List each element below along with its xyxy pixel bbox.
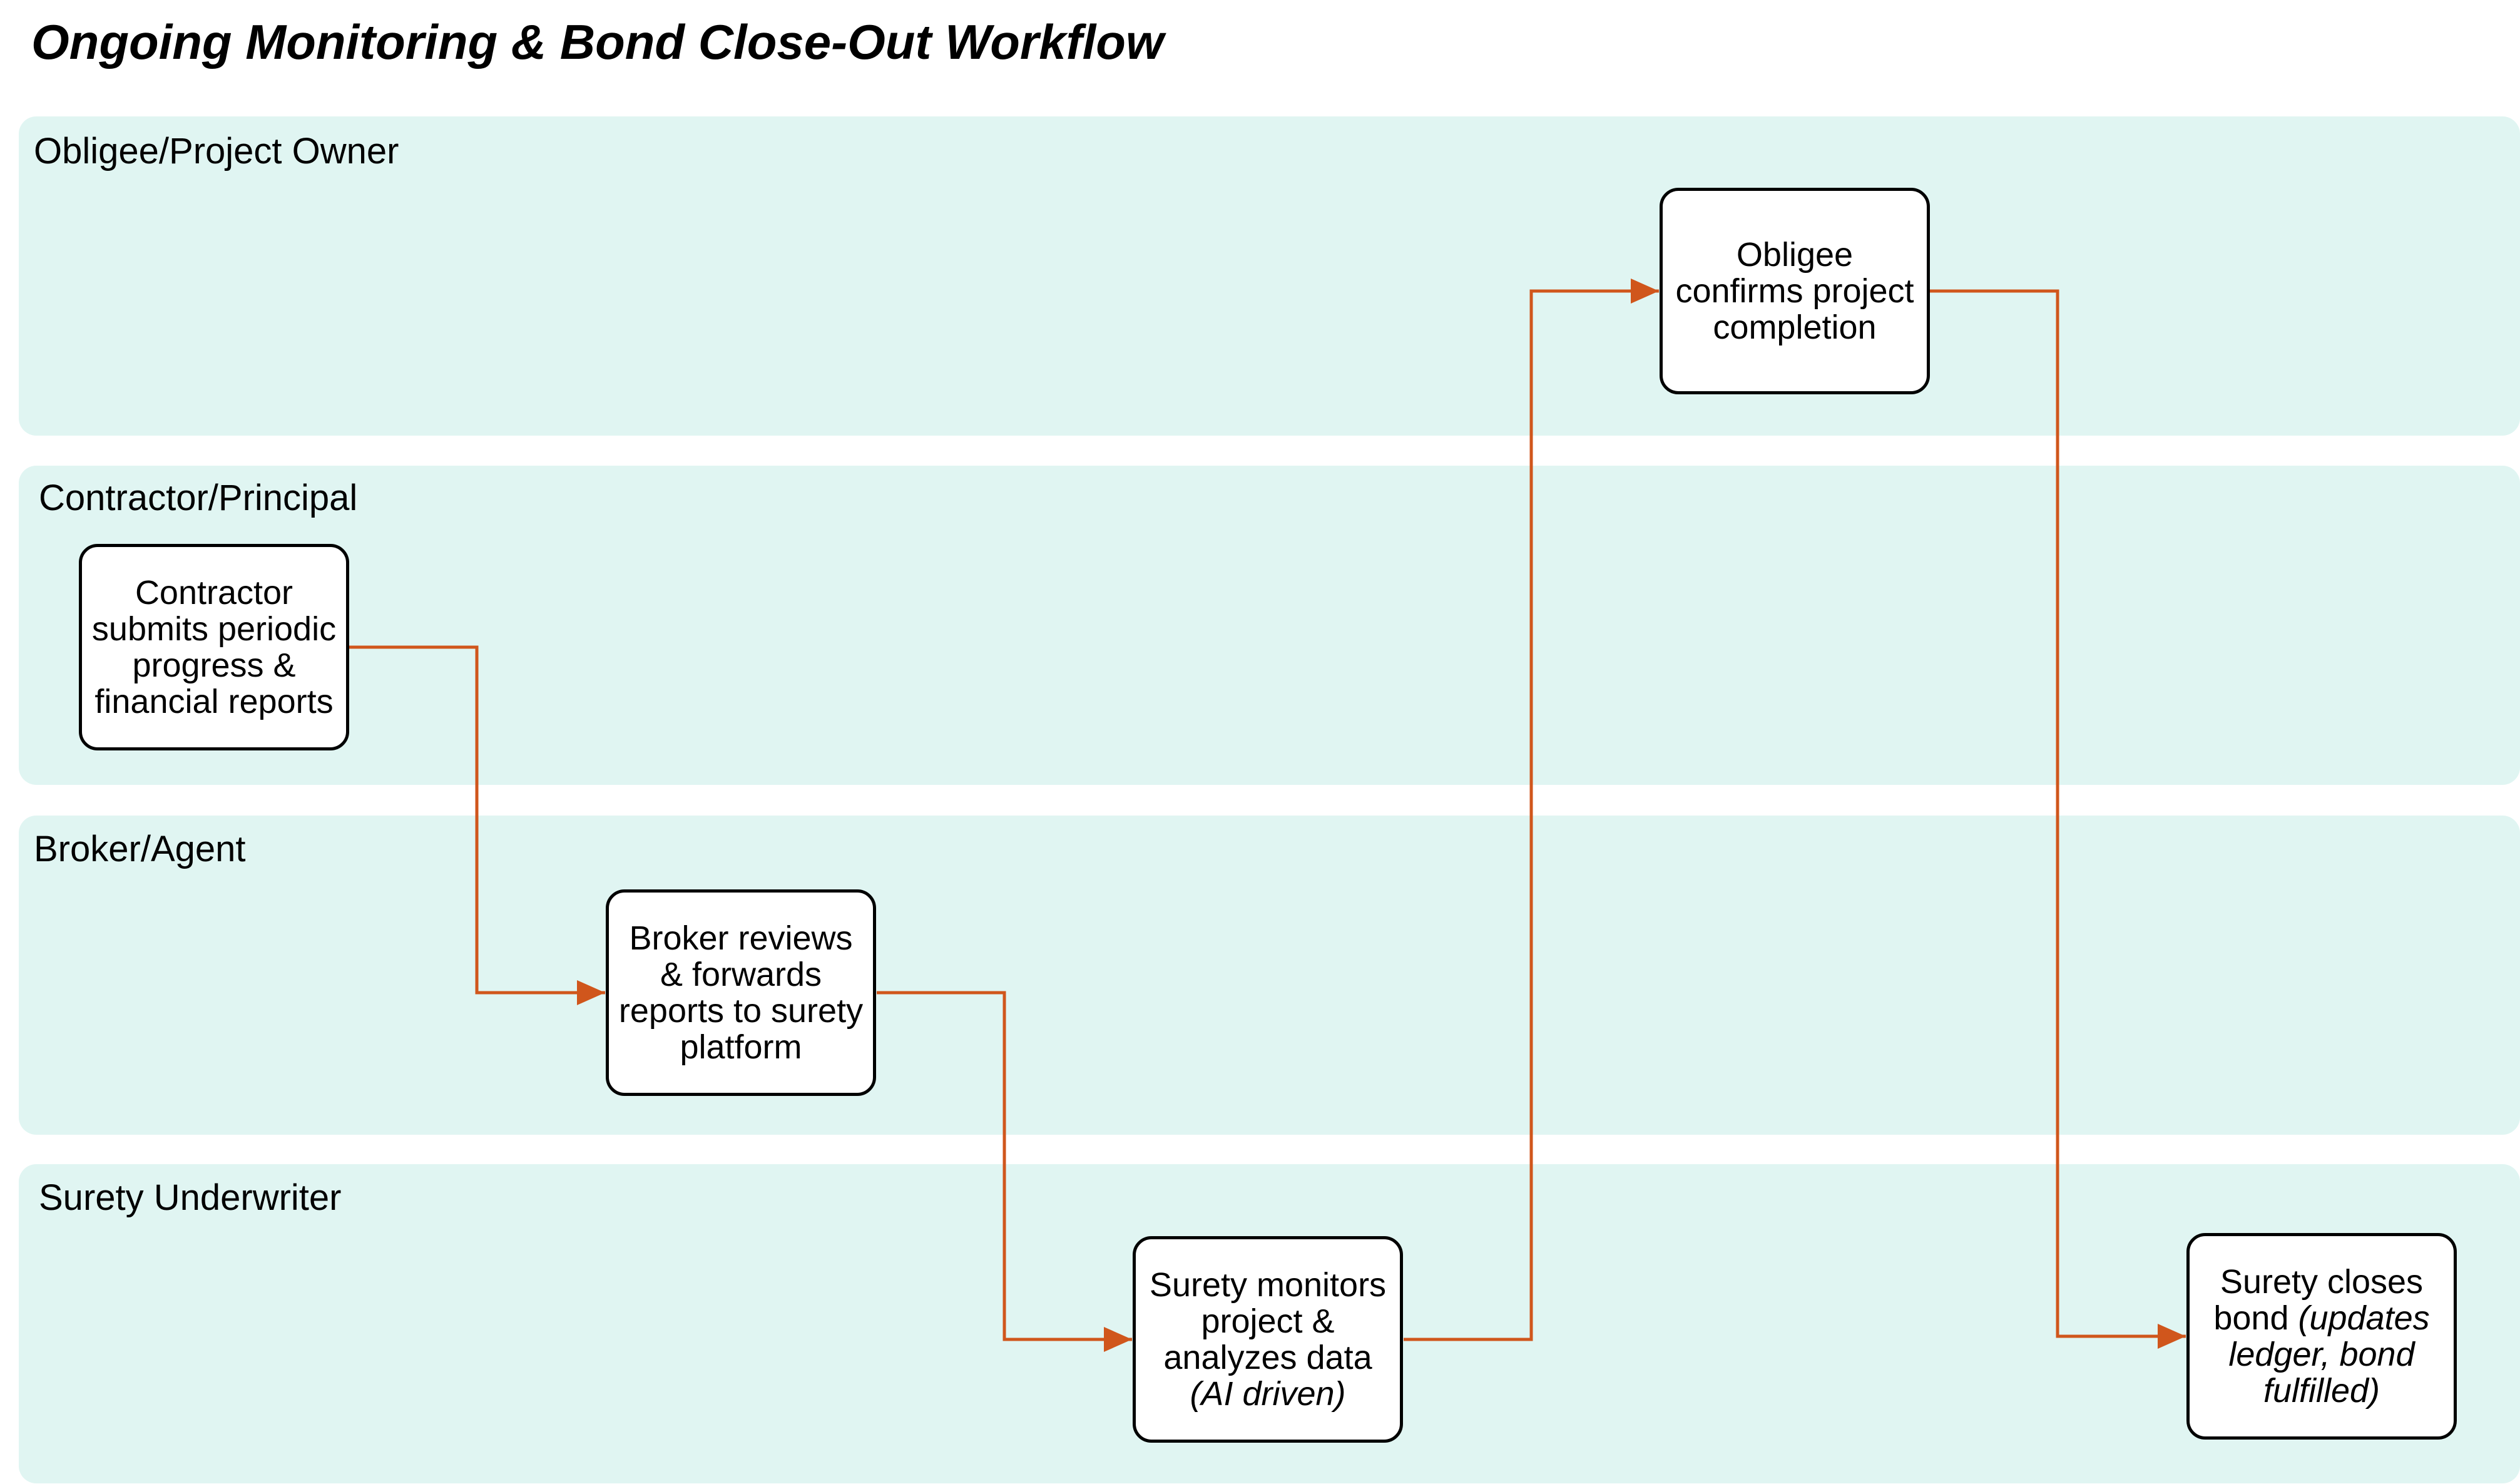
connector-obligee-to-surety-close — [1930, 289, 2186, 1349]
node-text: Contractor submits periodic progress & f… — [91, 574, 337, 720]
node-text: Surety monitors project & analyzes data … — [1142, 1267, 1394, 1412]
connector-broker-to-surety-monitor — [877, 991, 1132, 1352]
node-broker-reviews-forwards: Broker reviews & forwards reports to sur… — [606, 889, 876, 1096]
lane-obligee: Obligee/Project Owner — [19, 116, 2520, 436]
diagram-title: Ongoing Monitoring & Bond Close-Out Work… — [31, 14, 1164, 69]
node-surety-monitors-project: Surety monitors project & analyzes data … — [1133, 1236, 1403, 1443]
node-text-italic: (updates ledger, bond fulfilled) — [2228, 1299, 2430, 1410]
connector-contractor-to-broker — [349, 645, 605, 1005]
lane-label-broker: Broker/Agent — [34, 829, 246, 869]
node-text: Obligee confirms project completion — [1675, 236, 1914, 346]
lane-label-obligee: Obligee/Project Owner — [34, 131, 399, 171]
node-text: Broker reviews & forwards reports to sur… — [618, 919, 864, 1066]
node-contractor-submits-reports: Contractor submits periodic progress & f… — [79, 544, 349, 750]
node-surety-closes-bond: Surety closes bond (updates ledger, bond… — [2186, 1233, 2457, 1440]
node-text-main: Surety monitors project & analyzes data — [1149, 1266, 1387, 1376]
node-text-italic: (AI driven) — [1190, 1375, 1346, 1413]
lane-broker: Broker/Agent — [19, 816, 2520, 1135]
lane-contractor: Contractor/Principal — [19, 466, 2520, 785]
lane-label-contractor: Contractor/Principal — [39, 478, 358, 518]
node-text: Surety closes bond (updates ledger, bond… — [2196, 1264, 2447, 1409]
node-text-main: Surety closes bond — [2213, 1263, 2424, 1337]
connector-surety-monitor-to-obligee — [1404, 279, 1659, 1341]
lane-label-surety: Surety Underwriter — [39, 1177, 342, 1218]
node-obligee-confirms-completion: Obligee confirms project completion — [1660, 188, 1930, 394]
